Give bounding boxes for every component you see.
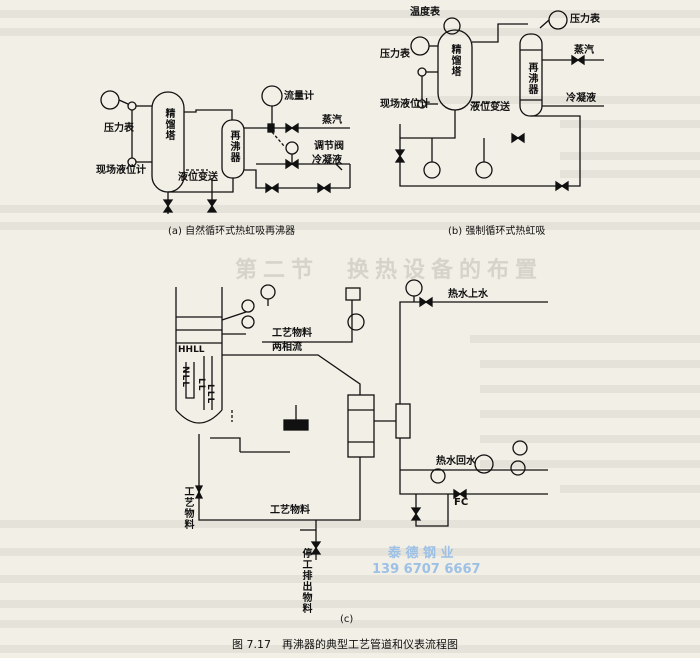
steam-label-a: 蒸汽 [322,115,342,126]
process-feed-left-label-c: 工艺物料 [182,486,193,530]
pressure-gauge-a [100,90,120,110]
hot-water-supply-label-c: 热水上水 [448,289,488,300]
lll-label-c: LLL [205,384,215,405]
pump-b-1 [423,161,441,179]
figure-caption: 图 7.17 再沸器的典型工艺管道和仪表流程图 [232,638,458,651]
caption-c: (c) [340,614,354,625]
local-level-gauge-label-b: 现场液位计 [380,99,430,110]
steam-label-b: 蒸汽 [574,45,594,56]
nll-label-c: NLL [180,366,190,389]
instrument-box-c [345,287,361,301]
caption-a: (a) 自然循环式热虹吸再沸器 [168,226,296,237]
level-gauge-top-a [127,101,137,111]
column-label-a: 精馏塔 [163,108,174,141]
level-transmitter-label-b: 液位变送 [470,102,510,113]
reboiler-c [347,394,375,458]
process-feed-top-label-c: 工艺物料 [272,328,312,339]
caption-b: (b) 强制循环式热虹吸 [448,226,546,237]
pressure-gauge-right-label-b: 压力表 [570,14,600,25]
fc-label-c: FC [454,497,469,508]
temperature-gauge-label-b: 温度表 [410,7,440,18]
hhll-label-c: HHLL [178,345,205,355]
reboiler-label-b: 再沸器 [526,62,537,95]
pressure-gauge-b-left [410,36,430,56]
condensate-label-b: 冷凝液 [566,93,596,104]
two-phase-flow-label-c: 两相流 [272,342,302,353]
pressure-gauge-label-a: 压力表 [104,123,134,134]
diagram-a [100,85,351,214]
column-label-b: 精馏塔 [449,44,460,77]
diagram-c [175,279,548,560]
ll-label-c: LL [196,378,206,392]
control-valve-a [285,141,299,155]
process-feed-bottom-label-c: 工艺物料 [270,505,310,516]
local-level-gauge-label-a: 现场液位计 [96,165,146,176]
column-c-bottom [175,409,223,424]
background-heading: 第二节 换热设备的布置 [235,258,544,283]
diagram-b [394,10,604,192]
flowmeter-a [261,85,283,107]
hot-water-return-label-c: 热水回水 [436,456,476,467]
flowmeter-label-a: 流量计 [284,91,314,102]
shutdown-drain-label-c: 停工排出物料 [300,548,311,614]
reboiler-label-a: 再沸器 [228,130,239,163]
pressure-gauge-left-label-b: 压力表 [380,49,410,60]
condensate-label-a: 冷凝液 [312,155,342,166]
pump-b-2 [475,161,493,179]
watermark-line1: 泰 德 钢 业 [388,546,454,561]
temperature-gauge-b [443,17,461,35]
pressure-gauge-b-right [548,10,568,30]
watermark-line2: 139 6707 6667 [372,562,481,577]
level-transmitter-label-a: 液位变送 [178,172,218,183]
control-valve-label-a: 调节阀 [314,141,344,152]
